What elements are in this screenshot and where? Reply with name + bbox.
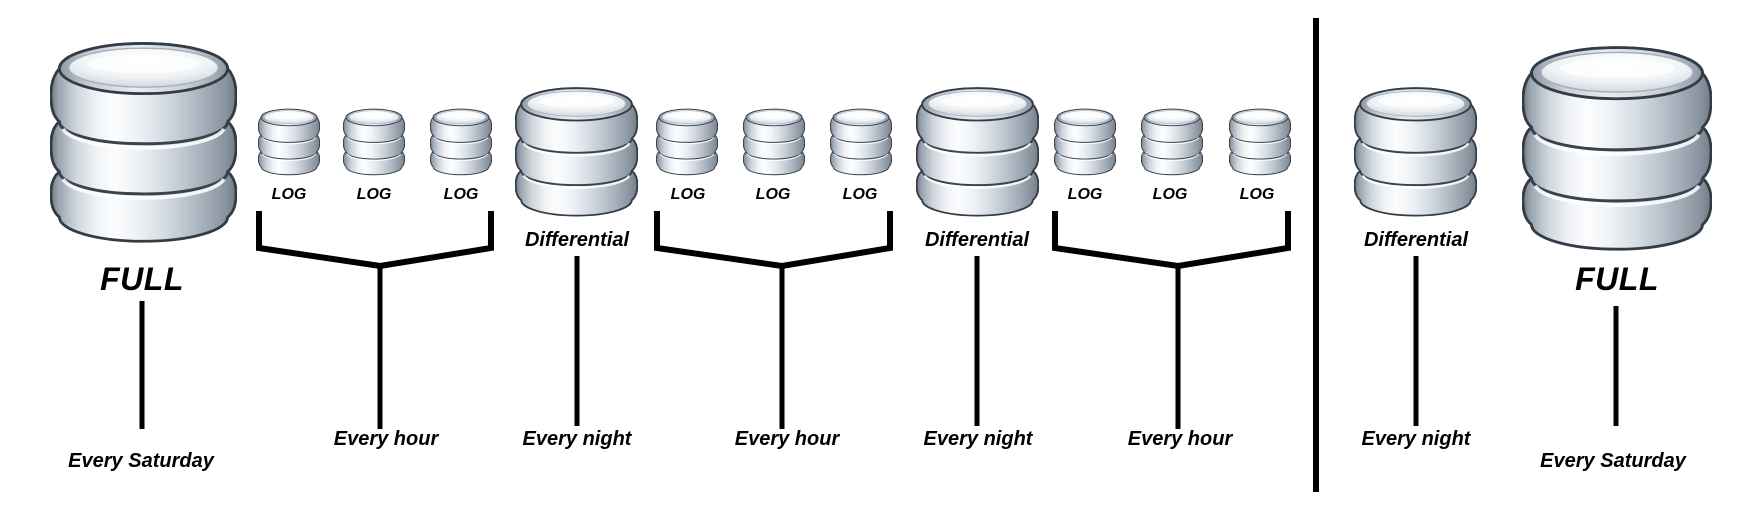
differential-backup-label: Differential: [1363, 229, 1469, 251]
full-backup-database-icon: [1522, 45, 1712, 252]
log-backup-label: LOG: [1067, 186, 1103, 203]
log-backup-database-icon: [830, 108, 892, 176]
log-backup-database-icon: [430, 108, 492, 176]
schedule-label: Every Saturday: [1540, 450, 1686, 472]
log-backup-label: LOG: [443, 186, 479, 203]
full-backup-label: FULL: [1575, 261, 1659, 297]
log-backup-database-icon: [1229, 108, 1291, 176]
differential-backup-database-icon: [515, 86, 638, 217]
log-backup-label: LOG: [755, 186, 791, 203]
log-group-1-bracket: [256, 211, 494, 270]
log-backup-label: LOG: [670, 186, 706, 203]
differential-backup-database-icon: [916, 86, 1039, 217]
schedule-label: Every Saturday: [68, 450, 214, 472]
log-backup-label: LOG: [1239, 186, 1275, 203]
schedule-label: Every hour: [1127, 428, 1233, 450]
log-backup-database-icon: [1141, 108, 1203, 176]
log-backup-label: LOG: [356, 186, 392, 203]
schedule-label: Every night: [522, 428, 632, 450]
full-backup-database-icon: [50, 41, 237, 244]
log-backup-database-icon: [258, 108, 320, 176]
differential-backup-label: Differential: [924, 229, 1030, 251]
log-backup-database-icon: [743, 108, 805, 176]
log-backup-label: LOG: [271, 186, 307, 203]
log-group-2-bracket: [654, 211, 893, 270]
log-backup-label: LOG: [1152, 186, 1188, 203]
log-group-3-bracket: [1052, 211, 1291, 270]
schedule-label: Every night: [1361, 428, 1471, 450]
log-backup-database-icon: [1054, 108, 1116, 176]
schedule-label: Every night: [923, 428, 1033, 450]
differential-backup-database-icon: [1354, 86, 1477, 217]
schedule-label: Every hour: [734, 428, 840, 450]
log-backup-database-icon: [343, 108, 405, 176]
log-backup-database-icon: [656, 108, 718, 176]
schedule-label: Every hour: [333, 428, 439, 450]
differential-backup-label: Differential: [524, 229, 630, 251]
log-backup-label: LOG: [842, 186, 878, 203]
full-backup-label: FULL: [100, 261, 184, 297]
